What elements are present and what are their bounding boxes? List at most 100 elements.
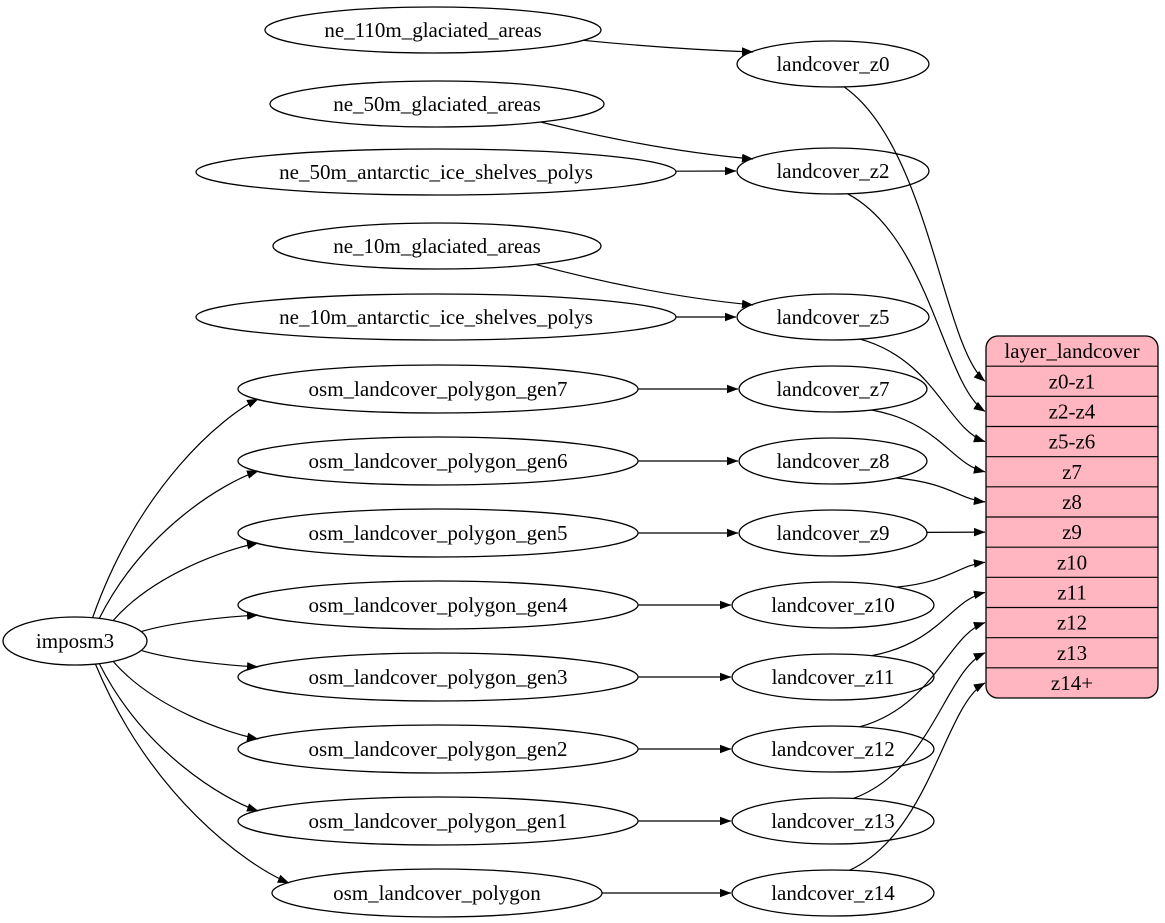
edge-imposm3-to-osm_landcover_polygon_gen7 xyxy=(92,398,259,618)
node-landcover_z12: landcover_z12 xyxy=(731,725,935,773)
node-landcover_z0: landcover_z0 xyxy=(736,40,930,88)
edge-landcover_z7-to-layer_landcover-z7 xyxy=(871,409,986,474)
node-label: osm_landcover_polygon_gen2 xyxy=(309,737,568,761)
node-landcover_z9: landcover_z9 xyxy=(738,509,928,557)
record-row-z7: z7 xyxy=(1062,460,1082,484)
node-ellipse xyxy=(738,437,928,485)
record-row-z9: z9 xyxy=(1062,520,1082,544)
node-label: osm_landcover_polygon_gen7 xyxy=(309,377,568,401)
edge-imposm3-to-osm_landcover_polygon_gen3 xyxy=(141,649,259,671)
node-landcover_z8: landcover_z8 xyxy=(738,437,928,485)
node-ellipse xyxy=(731,653,935,701)
node-label: ne_10m_glaciated_areas xyxy=(333,234,541,258)
edge-imposm3-to-osm_landcover_polygon_gen1 xyxy=(98,663,259,812)
node-label: ne_50m_glaciated_areas xyxy=(333,92,541,116)
node-ellipse xyxy=(738,509,928,557)
node-label: imposm3 xyxy=(36,629,114,653)
node-ellipse xyxy=(195,148,677,196)
node-landcover_z5: landcover_z5 xyxy=(736,293,930,341)
node-landcover_z10: landcover_z10 xyxy=(731,581,935,629)
node-imposm3: imposm3 xyxy=(2,616,148,666)
node-ellipse xyxy=(731,869,935,917)
node-landcover_z2: landcover_z2 xyxy=(736,147,930,195)
edge-ne_50m_glaciated_areas-to-landcover_z2 xyxy=(540,121,754,163)
edge-imposm3-to-osm_landcover_polygon xyxy=(94,663,290,884)
node-ellipse xyxy=(731,797,935,845)
record-row-z5-z6: z5-z6 xyxy=(1049,430,1096,454)
edge-landcover_z2-to-layer_landcover-z2-z4 xyxy=(847,193,986,412)
node-label: landcover_z0 xyxy=(776,52,889,76)
node-landcover_z14: landcover_z14 xyxy=(731,869,935,917)
node-ellipse xyxy=(264,6,602,54)
edge-landcover_z13-to-layer_landcover-z13 xyxy=(853,652,986,800)
record-row-z0-z1: z0-z1 xyxy=(1049,369,1096,393)
node-ellipse xyxy=(736,40,930,88)
record-title: layer_landcover xyxy=(1004,339,1139,363)
edge-ne_10m_glaciated_areas-to-landcover_z5 xyxy=(535,263,754,309)
node-osm_landcover_polygon_gen5: osm_landcover_polygon_gen5 xyxy=(237,508,639,558)
node-ellipse xyxy=(738,365,928,413)
record-row-z2-z4: z2-z4 xyxy=(1049,399,1096,423)
node-label: landcover_z8 xyxy=(776,449,889,473)
node-ne_50m_glaciated_areas: ne_50m_glaciated_areas xyxy=(269,80,605,128)
node-label: landcover_z12 xyxy=(771,737,895,761)
node-ellipse xyxy=(736,293,930,341)
node-label: osm_landcover_polygon_gen3 xyxy=(309,665,568,689)
edge-imposm3-to-osm_landcover_polygon_gen4 xyxy=(141,611,259,633)
node-ellipse xyxy=(272,222,602,270)
node-landcover_z11: landcover_z11 xyxy=(731,653,935,701)
node-label: landcover_z10 xyxy=(771,593,895,617)
record-layer_landcover: layer_landcover z0-z1 z2-z4 z5-z6 z7 z8 z9 z10 z… xyxy=(985,335,1159,699)
node-landcover_z13: landcover_z13 xyxy=(731,797,935,845)
node-label: landcover_z11 xyxy=(772,665,895,689)
node-osm_landcover_polygon_gen6: osm_landcover_polygon_gen6 xyxy=(237,436,639,486)
node-ne_110m_glaciated_areas: ne_110m_glaciated_areas xyxy=(264,6,602,54)
record-row-z11: z11 xyxy=(1057,580,1087,604)
edge-landcover_z12-to-layer_landcover-z12 xyxy=(859,622,986,728)
edge-landcover_z14-to-layer_landcover-z14+ xyxy=(849,682,986,871)
node-osm_landcover_polygon_gen7: osm_landcover_polygon_gen7 xyxy=(237,364,639,414)
record-row-z12: z12 xyxy=(1057,611,1087,635)
node-landcover_z7: landcover_z7 xyxy=(738,365,928,413)
edge-imposm3-to-osm_landcover_polygon_gen6 xyxy=(98,470,259,619)
node-osm_landcover_polygon_gen3: osm_landcover_polygon_gen3 xyxy=(237,652,639,702)
record-row-z8: z8 xyxy=(1062,490,1082,514)
node-label: landcover_z14 xyxy=(771,881,895,905)
node-ellipse xyxy=(731,581,935,629)
node-label: ne_50m_antarctic_ice_shelves_polys xyxy=(279,160,593,184)
node-ne_10m_antarctic_ice_shelves_polys: ne_10m_antarctic_ice_shelves_polys xyxy=(195,293,677,341)
node-osm_landcover_polygon_gen1: osm_landcover_polygon_gen1 xyxy=(237,796,639,846)
node-label: landcover_z2 xyxy=(776,159,889,183)
node-label: ne_10m_antarctic_ice_shelves_polys xyxy=(279,305,593,329)
record-row-z10: z10 xyxy=(1057,550,1087,574)
node-label: landcover_z5 xyxy=(776,305,889,329)
node-ellipse xyxy=(2,616,148,666)
node-ellipse xyxy=(731,725,935,773)
edge-landcover_z8-to-layer_landcover-z8 xyxy=(896,477,986,505)
node-osm_landcover_polygon_gen2: osm_landcover_polygon_gen2 xyxy=(237,724,639,774)
node-label: ne_110m_glaciated_areas xyxy=(324,18,541,42)
edge-landcover_z10-to-layer_landcover-z10 xyxy=(896,559,986,588)
node-label: landcover_z13 xyxy=(771,809,895,833)
edge-landcover_z0-to-layer_landcover-z0-z1 xyxy=(843,86,986,382)
node-label: osm_landcover_polygon xyxy=(333,881,541,905)
node-label: osm_landcover_polygon_gen4 xyxy=(309,593,568,617)
edge-ne_110m_glaciated_areas-to-landcover_z0 xyxy=(583,39,754,56)
node-label: landcover_z9 xyxy=(776,521,889,545)
node-osm_landcover_polygon: osm_landcover_polygon xyxy=(271,868,603,918)
node-label: landcover_z7 xyxy=(776,377,889,401)
edge-imposm3-to-osm_landcover_polygon_gen5 xyxy=(112,540,259,621)
edge-imposm3-to-osm_landcover_polygon_gen2 xyxy=(112,661,259,742)
edge-landcover_z5-to-layer_landcover-z5-z6 xyxy=(859,338,986,443)
record-row-z14+: z14+ xyxy=(1051,671,1093,695)
node-osm_landcover_polygon_gen4: osm_landcover_polygon_gen4 xyxy=(237,580,639,630)
node-ellipse xyxy=(269,80,605,128)
edge-landcover_z11-to-layer_landcover-z11 xyxy=(871,590,986,657)
node-label: osm_landcover_polygon_gen1 xyxy=(309,809,568,833)
record-row-z13: z13 xyxy=(1057,641,1087,665)
node-ellipse xyxy=(736,147,930,195)
node-ne_10m_glaciated_areas: ne_10m_glaciated_areas xyxy=(272,222,602,270)
node-ne_50m_antarctic_ice_shelves_polys: ne_50m_antarctic_ice_shelves_polys xyxy=(195,148,677,196)
